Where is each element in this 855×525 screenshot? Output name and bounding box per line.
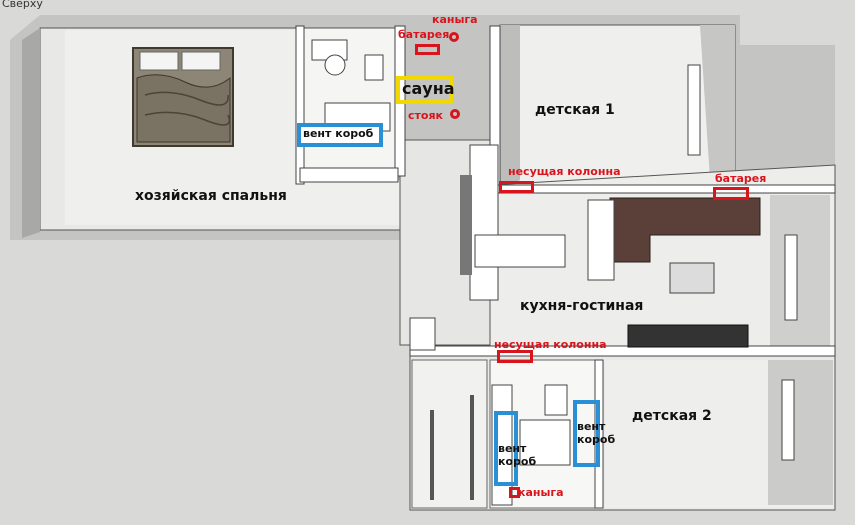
- corridor-cabinet: [460, 175, 472, 275]
- bedroom-left-wall-shade: [22, 28, 40, 238]
- view-label: Сверху: [2, 0, 43, 10]
- vent-box-lower-right-marker: [573, 400, 600, 467]
- window-kids1: [687, 64, 701, 156]
- sofa-side-unit: [587, 199, 615, 281]
- kids-room-1-right-wall-shade: [700, 25, 735, 190]
- column-lower-label: несущая колонна: [494, 338, 607, 351]
- wall-lower-top: [409, 345, 836, 357]
- drain-bottom-label: каныга: [518, 486, 564, 499]
- bathroom-counter: [299, 167, 399, 183]
- vent-box-lower-left-label: вент короб: [498, 442, 537, 468]
- toilet-seat: [364, 54, 384, 81]
- room-label-kids-room-2: детская 2: [632, 408, 712, 424]
- drain-top-marker: [449, 32, 459, 42]
- radiator-living-marker: [713, 187, 749, 200]
- drain-bottom-marker: [509, 487, 520, 498]
- room-label-kitchen-living: кухня-гостиная: [520, 298, 644, 314]
- vent-box-lower-left-marker: [494, 411, 518, 486]
- vent-box-bath-label: вент короб: [303, 127, 374, 140]
- kitchen-counter: [474, 234, 566, 268]
- radiator-bath-label: батарея: [398, 28, 450, 41]
- riser-label: стояк: [408, 109, 443, 122]
- column-block: [469, 144, 499, 301]
- sauna-label: сауна: [402, 79, 455, 98]
- wall-kitchen-top: [489, 184, 836, 194]
- bed-pillow-right: [181, 51, 221, 71]
- bed-pillow-left: [139, 51, 179, 71]
- kids-room-1-left-wall: [500, 25, 520, 190]
- column-upper-label: несущая колонна: [508, 165, 621, 178]
- sauna-highlight-box: [396, 76, 453, 104]
- radiator-bath-marker: [415, 44, 440, 55]
- column-upper-marker: [499, 181, 534, 193]
- window-kids2: [781, 379, 795, 461]
- riser-marker: [450, 109, 460, 119]
- lower-washbasin: [544, 384, 568, 416]
- radiator-living-label: батарея: [715, 172, 767, 185]
- bed-blanket: [136, 74, 231, 143]
- tv-stand: [627, 324, 749, 348]
- toilet-bowl: [324, 54, 346, 76]
- kitchen-living-right-wall: [770, 195, 830, 350]
- lower-left-room-wall-1: [430, 410, 434, 500]
- bed-blanket-folds: [144, 91, 230, 126]
- vent-box-lower-right-label: вент короб: [577, 420, 616, 446]
- kids-room-2-right-wall: [768, 360, 833, 505]
- kitchen-unit: [409, 317, 436, 351]
- lower-left-room-floor: [411, 359, 488, 509]
- vent-box-bath-marker: [297, 123, 383, 147]
- lower-bathtub: [519, 419, 571, 466]
- lower-left-room-wall-2: [470, 395, 474, 500]
- drain-top-label: каныга: [432, 13, 478, 26]
- coffee-table: [669, 262, 715, 294]
- column-lower-marker: [497, 350, 533, 363]
- room-label-kids-room-1: детская 1: [535, 102, 615, 118]
- room-label-master-bedroom: хозяйская спальня: [135, 188, 287, 204]
- window-living: [784, 234, 798, 321]
- wall-bedroom-bath: [295, 25, 305, 185]
